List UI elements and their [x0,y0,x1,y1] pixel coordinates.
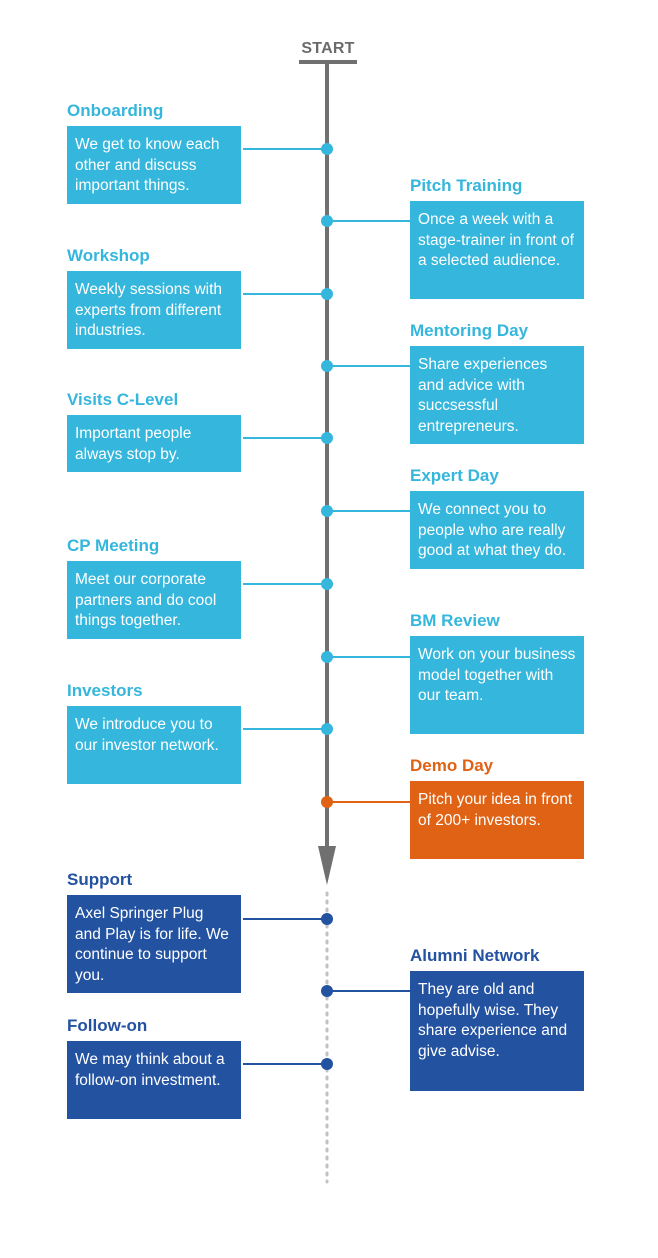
timeline-node [321,505,333,517]
stage-title: Workshop [67,246,150,265]
timeline-node [321,1058,333,1070]
start-label: START [301,40,355,57]
stage-onboarding: Onboarding We get to know each other and… [67,101,241,204]
timeline-node [321,578,333,590]
stage-title: Follow-on [67,1016,148,1035]
stage-demo-day: Demo Day Pitch your idea in front of 200… [410,756,584,859]
stage-mentoring-day: Mentoring Day Share experiences and advi… [410,321,584,444]
timeline-node [321,215,333,227]
stage-description: Share experiences and advice with succse… [410,346,584,444]
stage-title: Mentoring Day [410,321,529,340]
timeline-node [321,796,333,808]
stage-description: Pitch your idea in front of 200+ investo… [410,781,584,859]
stage-support: Support Axel Springer Plug and Play is f… [67,870,241,993]
stage-description: Meet our corporate partners and do cool … [67,561,241,639]
stage-description: Work on your business model together wit… [410,636,584,734]
connectors-layer [243,143,411,1070]
stage-title: Demo Day [410,756,494,775]
stage-title: Investors [67,681,143,700]
stage-description: Once a week with a stage-trainer in fron… [410,201,584,299]
stage-cp-meeting: CP Meeting Meet our corporate partners a… [67,536,241,639]
timeline-node [321,985,333,997]
stage-description: We get to know each other and discuss im… [67,126,241,204]
timeline-node [321,143,333,155]
stage-expert-day: Expert Day We connect you to people who … [410,466,584,569]
stage-visits-c-level: Visits C-Level Important people always s… [67,390,241,472]
timeline-node [321,288,333,300]
timeline-arrowhead [318,846,336,885]
stage-title: Onboarding [67,101,164,120]
stage-title: Visits C-Level [67,390,179,409]
stage-description: Axel Springer Plug and Play is for life.… [67,895,241,993]
stage-bm-review: BM Review Work on your business model to… [410,611,584,734]
timeline-node [321,651,333,663]
stage-title: Pitch Training [410,176,523,195]
stage-workshop: Workshop Weekly sessions with experts fr… [67,246,241,349]
stage-description: They are old and hopefully wise. They sh… [410,971,584,1091]
stage-follow-on: Follow-on We may think about a follow-on… [67,1016,241,1119]
timeline-node [321,723,333,735]
stage-title: Expert Day [410,466,499,485]
timeline-node [321,360,333,372]
stage-title: BM Review [410,611,500,630]
stage-alumni-network: Alumni Network They are old and hopefull… [410,946,584,1091]
stage-investors: Investors We introduce you to our invest… [67,681,241,784]
timeline-node [321,913,333,925]
stage-description: Important people always stop by. [67,415,241,472]
stage-title: CP Meeting [67,536,160,555]
timeline-node [321,432,333,444]
stage-description: We connect you to people who are really … [410,491,584,569]
stage-description: Weekly sessions with experts from differ… [67,271,241,349]
stage-title: Alumni Network [410,946,540,965]
stage-title: Support [67,870,133,889]
stage-pitch-training: Pitch Training Once a week with a stage-… [410,176,584,299]
stage-description: We may think about a follow-on investmen… [67,1041,241,1119]
stage-description: We introduce you to our investor network… [67,706,241,784]
